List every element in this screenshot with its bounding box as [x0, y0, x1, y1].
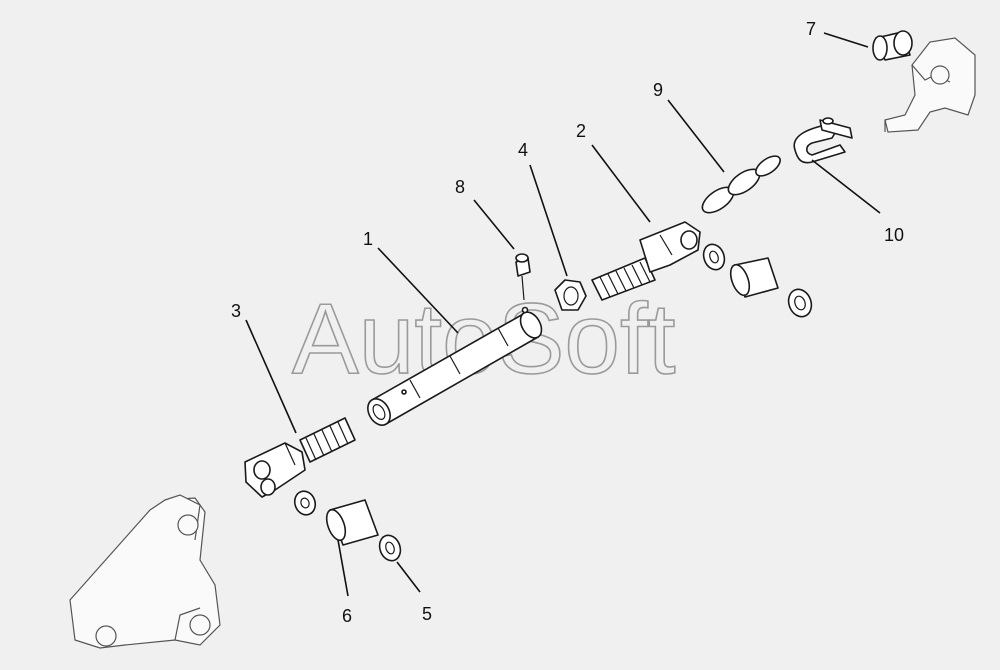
left-pin-assembly [293, 490, 402, 562]
callout-4: 4 [518, 140, 528, 160]
callout-labels: 1 2 3 4 5 6 7 8 9 10 [231, 19, 904, 626]
leader-1 [377, 247, 459, 334]
callout-8: 8 [455, 177, 465, 197]
leader-7 [823, 32, 869, 48]
part-4-hex-nut [554, 279, 587, 311]
leader-8 [473, 199, 515, 250]
callout-7: 7 [806, 19, 816, 39]
left-mounting-bracket [69, 494, 221, 649]
part-1-adjusting-body [367, 306, 543, 426]
leader-3 [245, 319, 297, 434]
leader-lines [245, 32, 881, 597]
callout-3: 3 [231, 301, 241, 321]
callout-1: 1 [363, 229, 373, 249]
part-3-left-clevis [244, 417, 356, 498]
leader-9 [667, 99, 725, 173]
leader-5 [396, 561, 421, 593]
part-9-chain [701, 155, 781, 214]
part-8-grease-nipple [515, 253, 531, 301]
right-pin-assembly [702, 243, 813, 318]
callout-10: 10 [884, 225, 904, 245]
callout-9: 9 [653, 80, 663, 100]
part-10-shackle [793, 117, 853, 164]
part-2-right-clevis [591, 221, 701, 301]
callout-6: 6 [342, 606, 352, 626]
leader-10 [811, 159, 881, 214]
callout-5: 5 [422, 604, 432, 624]
part-7-bushing [872, 30, 913, 61]
leader-6 [337, 539, 349, 597]
leader-4 [529, 164, 568, 277]
right-mounting-bracket [884, 37, 976, 133]
leader-2 [591, 144, 651, 223]
callout-2: 2 [576, 121, 586, 141]
